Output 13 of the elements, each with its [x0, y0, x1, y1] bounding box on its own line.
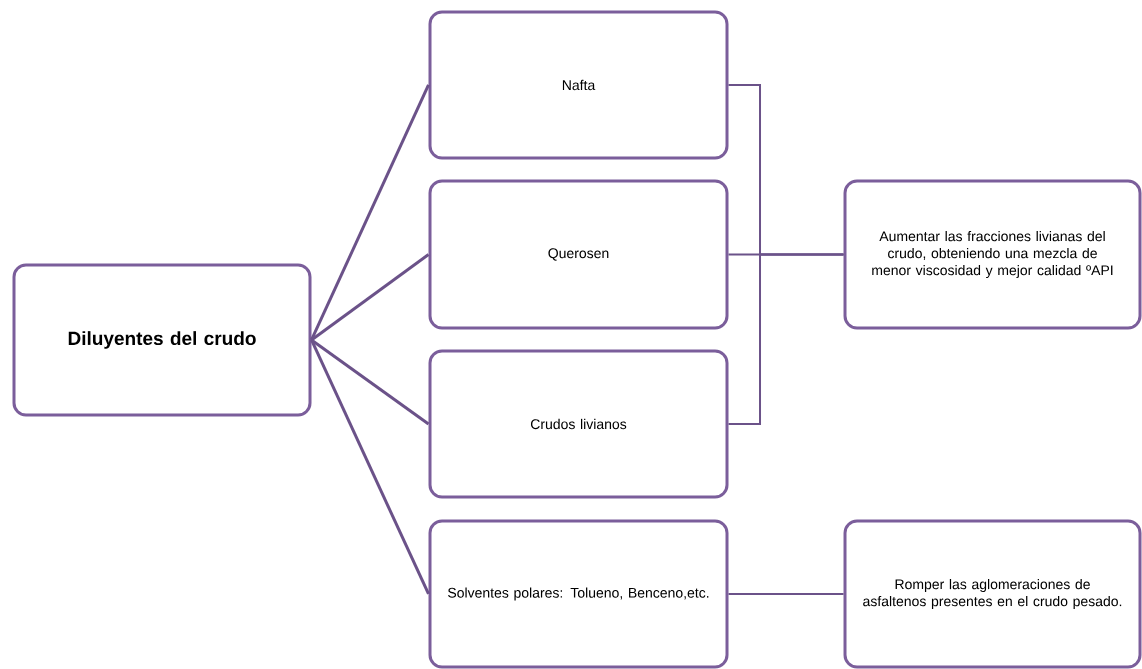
box: Romper las aglomeraciones de asfaltenos presentes en el crudo pesado. — [843, 519, 1142, 669]
box: Aumentar las fracciones livianas del crudo, obteniendo una mezcla de menor viscosidad y mejor calidad ºAPI — [843, 179, 1142, 330]
connector — [310, 253, 430, 342]
connector — [310, 338, 430, 426]
box: Nafta — [428, 10, 729, 160]
connector — [310, 339, 430, 595]
connector — [727, 253, 845, 425]
box: Crudos livianos — [428, 349, 729, 499]
box: Diluyentes del crudo — [12, 263, 312, 417]
connector — [310, 84, 430, 341]
box: Solventes polares: Tolueno, Benceno,etc. — [428, 519, 729, 669]
connector — [727, 593, 845, 595]
box: Querosen — [428, 179, 729, 330]
